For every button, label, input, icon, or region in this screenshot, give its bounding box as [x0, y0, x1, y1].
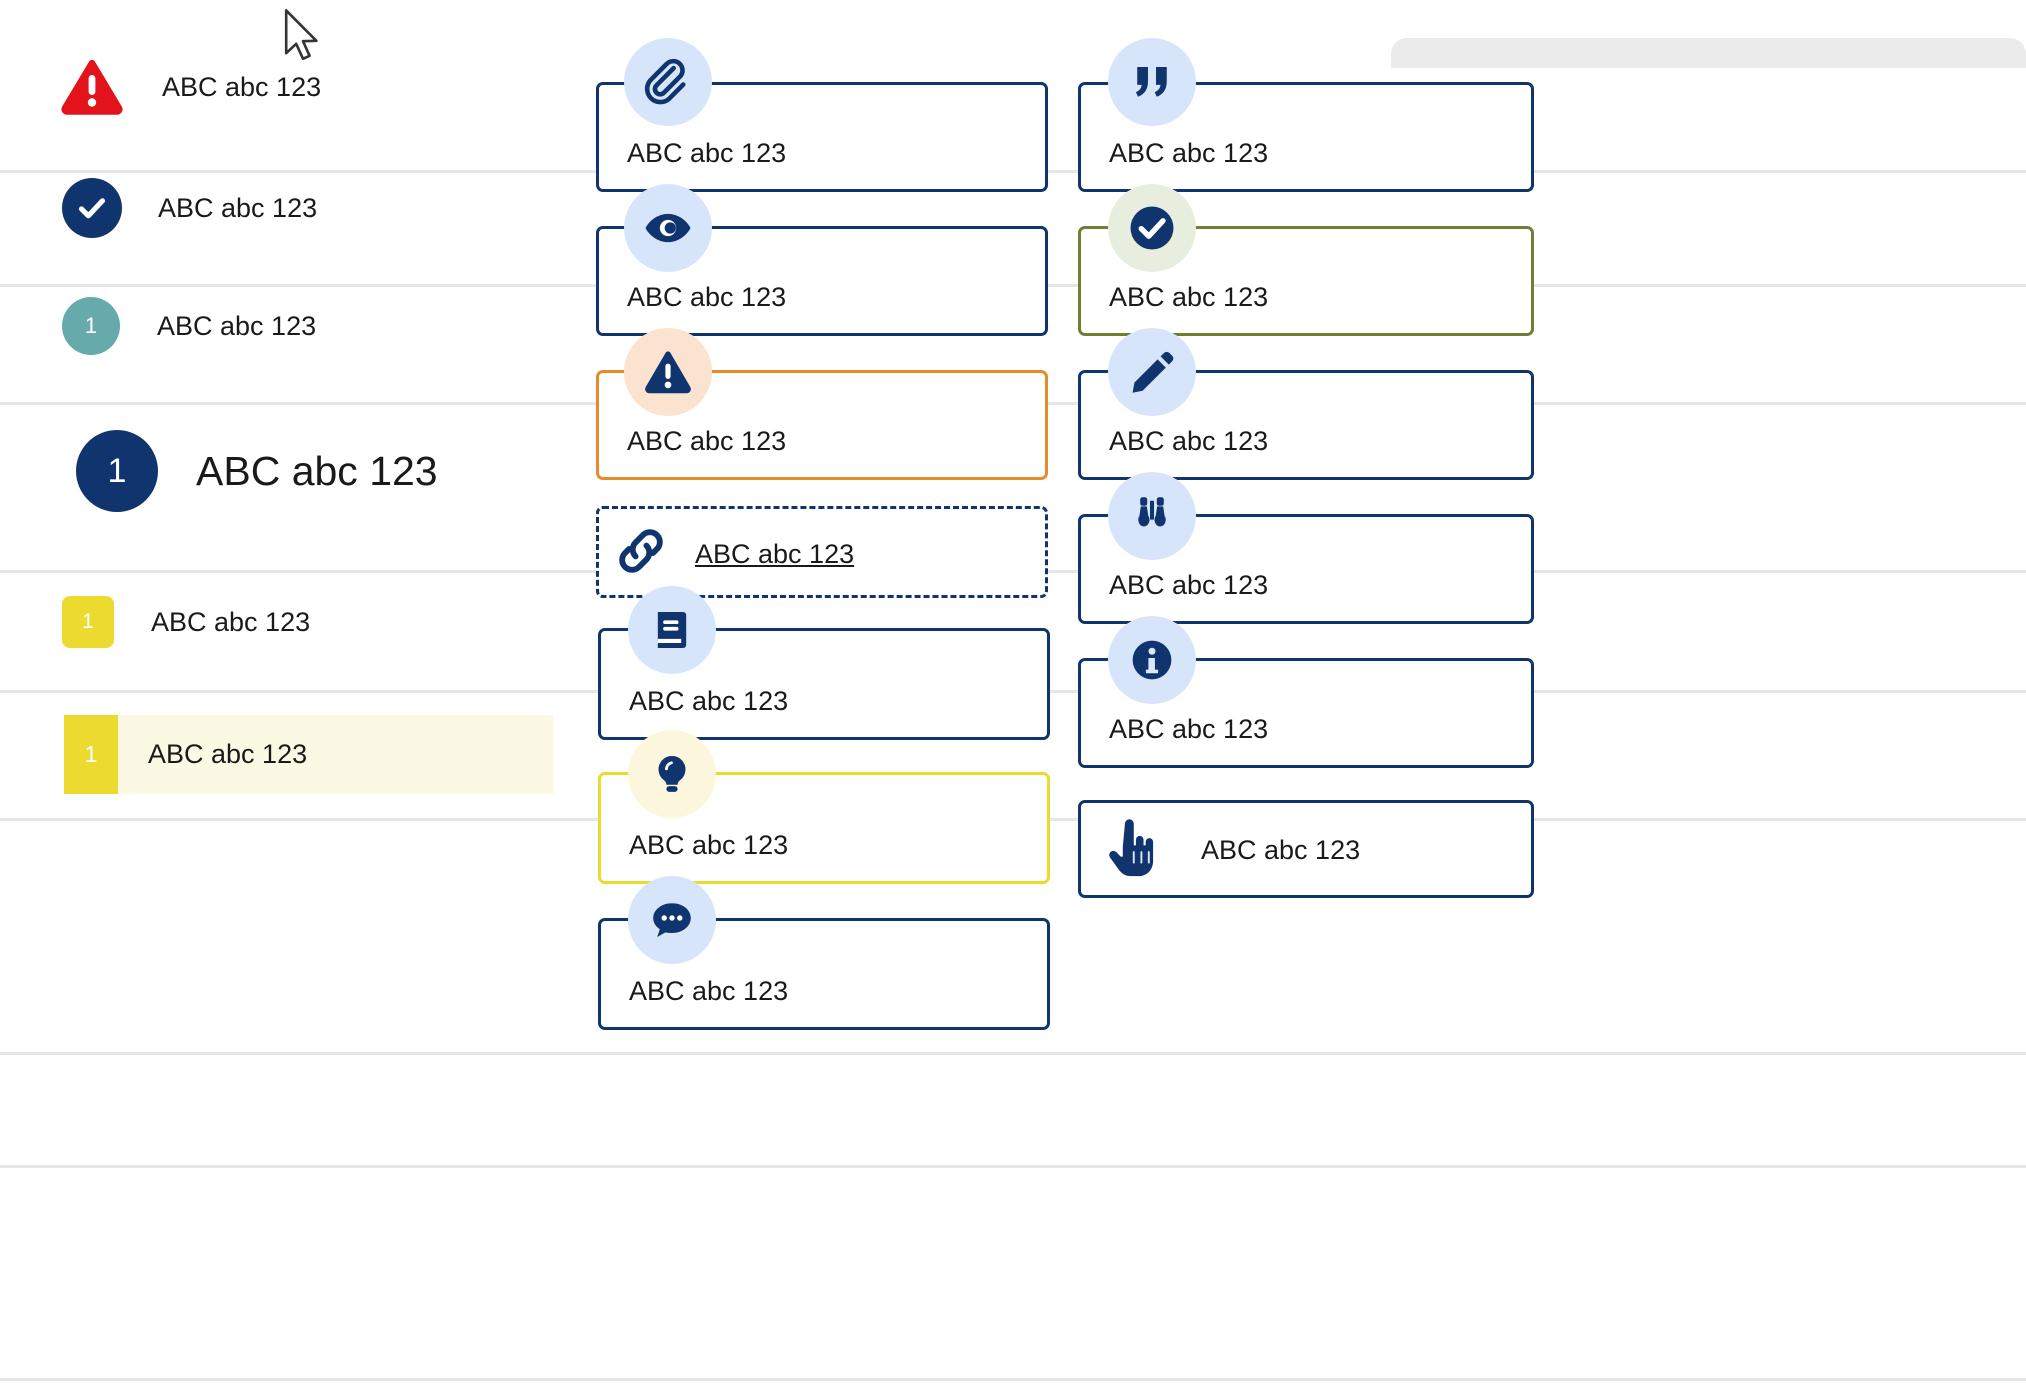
alert-triangle-icon [624, 328, 712, 416]
list-item-yellow-number[interactable]: 1 ABC abc 123 [62, 596, 310, 648]
badge-number: 1 [84, 313, 98, 338]
card-label: ABC abc 123 [627, 138, 787, 168]
number-badge-icon: 1 [62, 596, 114, 648]
list-item-check[interactable]: ABC abc 123 [62, 178, 317, 238]
card-label: ABC abc 123 [627, 426, 787, 456]
list-item-label: ABC abc 123 [151, 606, 311, 637]
divider-7 [0, 1052, 2026, 1055]
check-circle-icon [62, 178, 122, 238]
paperclip-icon [624, 38, 712, 126]
card-action[interactable]: ABC abc 123 [1078, 800, 1534, 898]
card-label: ABC abc 123 [1109, 426, 1269, 456]
card-label: ABC abc 123 [1201, 835, 1361, 865]
binoculars-icon [1108, 472, 1196, 560]
lightbulb-icon [628, 730, 716, 818]
card-label: ABC abc 123 [1109, 138, 1269, 168]
quote-icon [1108, 38, 1196, 126]
divider-8 [0, 1165, 2026, 1168]
card-link[interactable]: ABC abc 123 [596, 506, 1048, 598]
list-item-highlighted[interactable]: 1 ABC abc 123 [64, 715, 554, 794]
info-circle-icon [1108, 616, 1196, 704]
badge-number: 1 [82, 610, 94, 633]
list-item-label: ABC abc 123 [162, 71, 322, 102]
link-chain-icon [614, 524, 668, 578]
card-label: ABC abc 123 [627, 282, 787, 312]
card-label: ABC abc 123 [629, 686, 789, 716]
warning-triangle-icon [60, 58, 124, 116]
card-label: ABC abc 123 [629, 830, 789, 860]
number-badge-icon: 1 [76, 430, 158, 512]
list-item-label: ABC abc 123 [158, 192, 318, 223]
divider-9 [0, 1378, 2026, 1381]
number-badge-icon: 1 [62, 297, 120, 355]
panel-header-bar [1391, 38, 2026, 68]
card-label: ABC abc 123 [1109, 282, 1269, 312]
list-item-navy-number[interactable]: 1 ABC abc 123 [76, 430, 438, 512]
pointing-hand-icon [1100, 818, 1158, 880]
card-label: ABC abc 123 [1109, 570, 1269, 600]
mouse-pointer [283, 8, 323, 67]
left-column: ABC abc 123 ABC abc 123 1 ABC abc 123 1 … [0, 0, 760, 1392]
comment-bubble-icon [628, 876, 716, 964]
card-link-label[interactable]: ABC abc 123 [695, 539, 855, 569]
list-item-label: ABC abc 123 [196, 447, 438, 494]
eye-icon [624, 184, 712, 272]
number-badge-icon: 1 [64, 715, 118, 794]
list-item-warning[interactable]: ABC abc 123 [60, 58, 321, 116]
list-item-label: ABC abc 123 [157, 310, 317, 341]
list-item-teal-number[interactable]: 1 ABC abc 123 [62, 297, 316, 355]
check-circle-icon [1108, 184, 1196, 272]
card-label: ABC abc 123 [629, 976, 789, 1006]
badge-number: 1 [84, 741, 98, 767]
book-icon [628, 586, 716, 674]
card-attachment[interactable]: ABC abc 123 [596, 82, 1048, 192]
pencil-icon [1108, 328, 1196, 416]
badge-number: 1 [107, 451, 127, 490]
card-label: ABC abc 123 [1109, 714, 1269, 744]
list-item-label: ABC abc 123 [148, 739, 308, 769]
